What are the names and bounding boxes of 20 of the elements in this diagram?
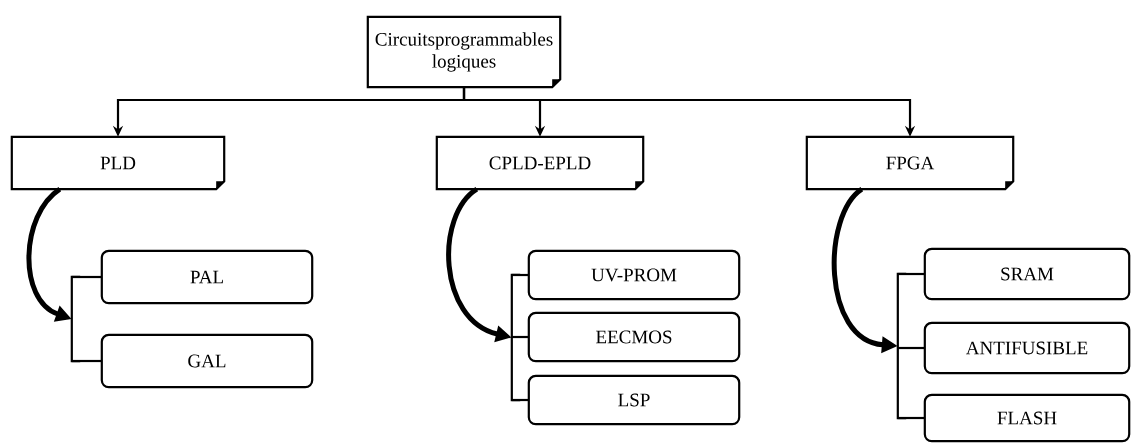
connector [71,359,102,363]
connector [897,416,925,420]
root-box: Circuitsprogrammables logiques [366,15,562,89]
connector [897,346,925,350]
category-box: FPGA [805,135,1015,191]
connector [511,398,529,402]
item-box: ANTIFUSIBLE [923,321,1131,375]
connector [897,272,925,276]
item-box: GAL [100,333,314,389]
item-box: EECMOS [527,311,741,363]
item-box: FLASH [923,393,1131,443]
item-box: LSP [527,374,741,426]
connector [511,335,529,339]
category-box: PLD [10,135,226,191]
connector [511,273,529,277]
category-box: CPLD-EPLD [435,135,645,191]
item-box: PAL [100,249,314,305]
item-box: SRAM [923,247,1131,301]
connector [71,275,102,279]
item-box: UV-PROM [527,249,741,301]
